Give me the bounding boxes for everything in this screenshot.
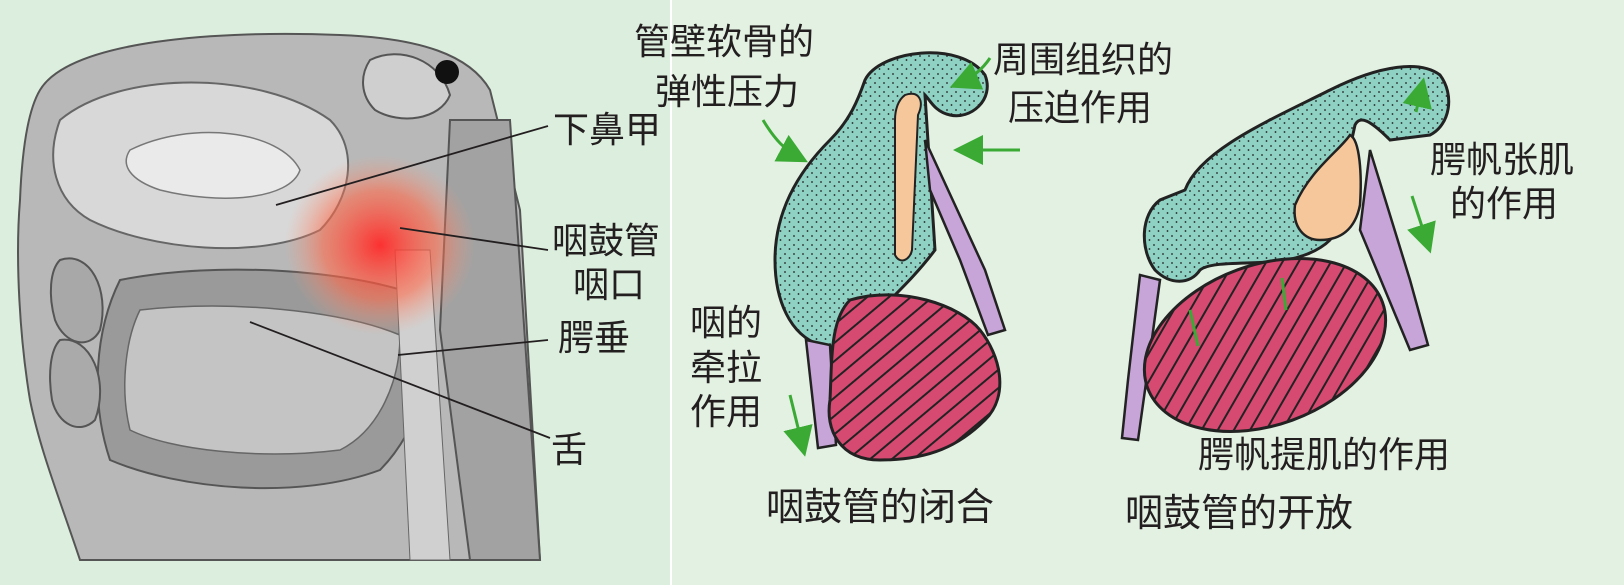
closure-tensor-muscle bbox=[923, 139, 1007, 337]
label-uvula: 腭垂 bbox=[558, 318, 630, 359]
label-levator: 腭帆提肌的作用 bbox=[1198, 435, 1450, 476]
dark-spot bbox=[435, 60, 459, 84]
opening-diagram bbox=[1120, 65, 1451, 442]
arrow-cartilage-pressure bbox=[761, 119, 808, 163]
levator-mark-2 bbox=[1280, 277, 1288, 311]
label-tensor-2: 的作用 bbox=[1450, 184, 1558, 225]
leader-lines bbox=[249, 125, 551, 439]
head-section-illustration bbox=[17, 32, 542, 561]
opening-lumen bbox=[1293, 133, 1362, 242]
opening-tensor-muscle bbox=[1358, 149, 1430, 352]
caption-opening: 咽鼓管的开放 bbox=[1125, 491, 1353, 535]
opening-cartilage bbox=[1142, 65, 1451, 283]
arrow-tissue-compression bbox=[949, 57, 992, 90]
label-inferior-turbinate: 下鼻甲 bbox=[553, 110, 661, 151]
highlight-region bbox=[285, 155, 475, 335]
caption-closure: 咽鼓管的闭合 bbox=[766, 485, 994, 529]
closure-lumen bbox=[894, 92, 922, 262]
label-cartilage-pressure-2: 弹性压力 bbox=[655, 72, 799, 113]
closure-diagram bbox=[773, 51, 1007, 462]
label-pharynx-pull-3: 作用 bbox=[690, 392, 762, 433]
label-tissue-compression-1: 周围组织的 bbox=[993, 40, 1173, 81]
opening-arrows bbox=[1402, 77, 1436, 254]
arrow-tensor-up bbox=[1402, 77, 1432, 113]
label-pharynx-pull-1: 咽的 bbox=[690, 303, 762, 344]
label-eustachian-opening-2: 咽口 bbox=[573, 265, 645, 306]
label-eustachian-opening-1: 咽鼓管 bbox=[552, 221, 660, 262]
label-tongue: 舌 bbox=[551, 430, 587, 471]
levator-mark-1 bbox=[1188, 309, 1200, 347]
arrow-tensor-down bbox=[1407, 195, 1436, 254]
closure-muscle-mass bbox=[827, 293, 1002, 462]
opening-levator-side bbox=[1120, 273, 1162, 442]
closure-arrows bbox=[761, 57, 1020, 457]
label-tensor-1: 腭帆张肌 bbox=[1430, 140, 1574, 181]
label-pharynx-pull-2: 牵拉 bbox=[690, 348, 762, 389]
arrow-pharynx-pull bbox=[783, 394, 813, 457]
label-cartilage-pressure-1: 管壁软骨的 bbox=[634, 22, 814, 63]
opening-muscle-mass bbox=[1142, 257, 1388, 433]
label-tissue-compression-2: 压迫作用 bbox=[1008, 88, 1152, 129]
